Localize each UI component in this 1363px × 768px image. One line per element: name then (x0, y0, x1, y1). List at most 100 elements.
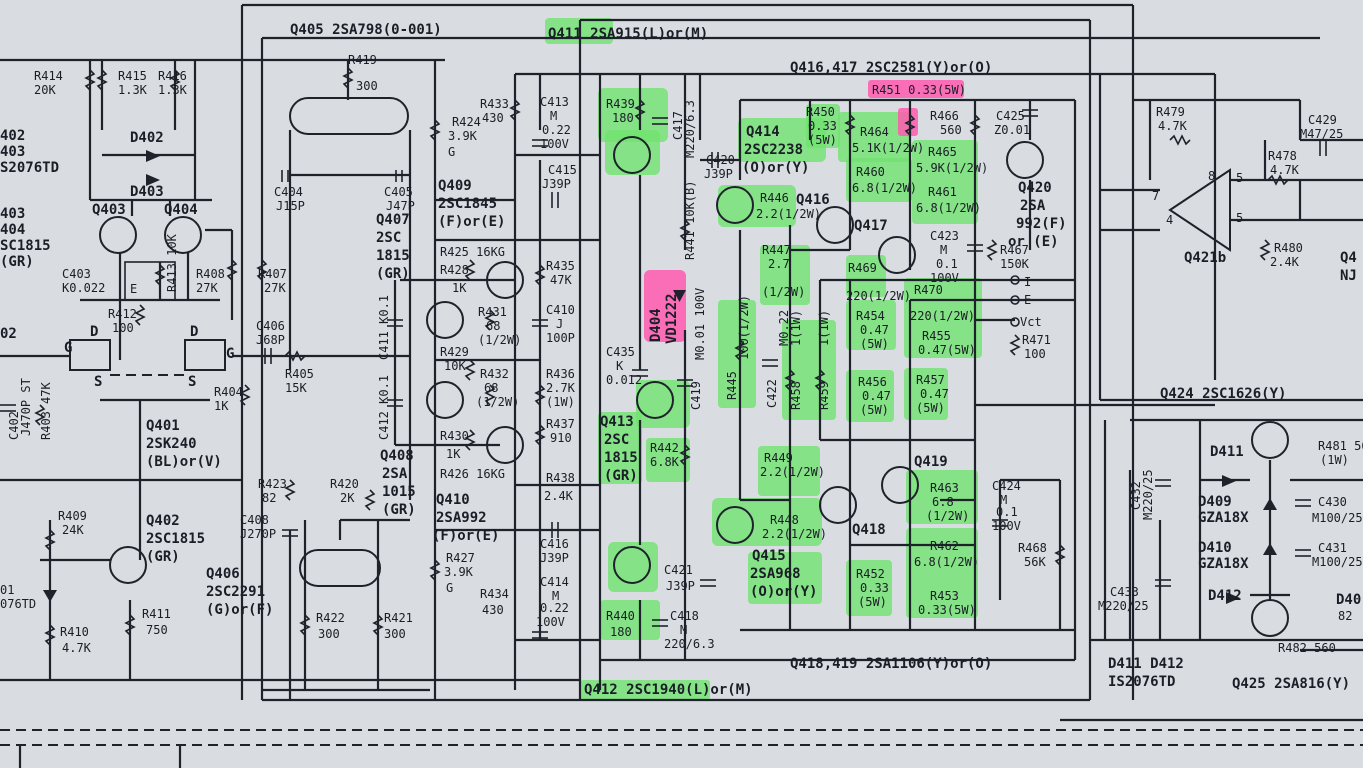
q409-symbol (486, 261, 524, 299)
r480-symbol (1259, 239, 1271, 261)
label-q415-grade: (O)or(Y) (750, 584, 817, 600)
r464-symbol (844, 114, 856, 136)
label-r479: R479 (1156, 105, 1185, 119)
label-r452-value: 0.33 (860, 581, 889, 595)
d411-symbol (1222, 475, 1236, 487)
label-c435: C435 (606, 345, 635, 359)
label-r427-g: G (446, 581, 453, 595)
r405-symbol (284, 350, 306, 362)
label-left-403b: 403 (0, 206, 25, 222)
label-r440-value: 180 (610, 625, 632, 639)
label-q420-part2: 992(F) (1016, 216, 1067, 232)
label-q408-part2: 1015 (382, 484, 416, 500)
q412-symbol (613, 546, 651, 584)
label-r423: R423 (258, 477, 287, 491)
q410-symbol (486, 426, 524, 464)
label-d410: D410 (1198, 540, 1232, 556)
label-terminal-e: E (1024, 293, 1031, 307)
d402-symbol (146, 150, 160, 162)
label-pin-e: E (130, 282, 137, 296)
label-q4-partial: Q4 (1340, 250, 1357, 266)
label-pin-8: 8 (1208, 169, 1215, 183)
label-r453: R453 (930, 589, 959, 603)
label-r435: R435 (546, 259, 575, 273)
c433-symbol (1155, 579, 1171, 587)
label-r447: R447 (762, 243, 791, 257)
label-r464-value: 5.1K(1/2W) (852, 141, 924, 155)
label-r457-value: 0.47 (920, 387, 949, 401)
c418-symbol (652, 619, 668, 627)
label-r409-value: 24K (62, 523, 84, 537)
label-c435-value1: K (616, 359, 624, 373)
label-r478-value: 4.7K (1270, 163, 1300, 177)
label-q408-part: 2SA (382, 466, 408, 482)
q404-symbol (164, 216, 202, 254)
label-c415-value: J39P (542, 177, 571, 191)
label-r449-value: 2.2(1/2W) (760, 465, 825, 479)
label-q402-part: 2SC1815 (146, 531, 205, 547)
label-r445: R445 (725, 371, 739, 400)
label-r467: R467 (1000, 243, 1029, 257)
label-r460-value: 6.8(1/2W) (852, 181, 917, 195)
terminal-i (1010, 275, 1020, 285)
label-d412: D412 (1208, 588, 1242, 604)
r416-symbol (169, 69, 181, 91)
label-r447-value: 2.7 (768, 257, 790, 271)
label-r430-value: 1K (446, 447, 461, 461)
c413-symbol (532, 139, 548, 147)
label-q416: Q416 (796, 192, 830, 208)
r407-symbol (256, 259, 268, 281)
q424-symbol (1251, 421, 1289, 459)
r411-symbol (124, 614, 136, 636)
label-terminal-i: I (1024, 275, 1031, 289)
label-r479-value: 4.7K (1158, 119, 1188, 133)
label-c431: C431 (1318, 541, 1347, 555)
label-left-404: 404 (0, 222, 25, 238)
q419-symbol (881, 466, 919, 504)
label-r408-value: 27K (196, 281, 218, 295)
label-c433-value: M220/25 (1098, 599, 1149, 613)
label-c420: C420 (706, 153, 735, 167)
r442-symbol (679, 444, 691, 466)
label-r446-value: 2.2(1/2W) (756, 207, 821, 221)
c424-symbol (992, 519, 1008, 527)
label-q420: Q420 (1018, 180, 1052, 196)
label-c424-value2: 0.1 (996, 505, 1018, 519)
label-q412: Q412 2SC1940(L)or(M) (584, 682, 753, 698)
label-r410: R410 (60, 625, 89, 639)
label-r481-watt: (1W) (1320, 453, 1349, 467)
label-c405-value: J47P (386, 199, 415, 213)
label-pin-d2: D (190, 324, 198, 340)
label-r424-g: G (448, 145, 455, 159)
q420-symbol (1006, 141, 1044, 179)
label-d410-part: GZA18X (1198, 556, 1249, 572)
label-c410-value2: 100P (546, 331, 575, 345)
label-q425: Q425 2SA816(Y) (1232, 676, 1350, 692)
label-q411: Q411 2SA915(L)or(M) (548, 26, 708, 42)
label-c413-value3: 100V (540, 137, 569, 151)
r409-symbol (44, 529, 56, 551)
r424-symbol (429, 119, 441, 141)
label-q410-part: 2SA992 (436, 510, 487, 526)
label-r482: R482 560 (1278, 641, 1336, 655)
label-d403: D403 (130, 184, 164, 200)
label-c432: C432 (1129, 481, 1143, 510)
r404-symbol (239, 384, 251, 406)
c408-symbol (282, 529, 298, 537)
label-r450: R450 (806, 105, 835, 119)
label-pin-7: 7 (1152, 189, 1159, 203)
q406-symbol (299, 549, 381, 587)
label-r421-value: 300 (384, 627, 406, 641)
label-c412: C412 K0.1 (377, 375, 391, 440)
label-c423-value2: 0.1 (936, 257, 958, 271)
label-c423-value1: M (940, 243, 947, 257)
label-q413-part2: 1815 (604, 450, 638, 466)
label-q414-grade: (O)or(Y) (742, 160, 809, 176)
label-c421-value: J39P (666, 579, 695, 593)
r471-symbol (1009, 334, 1021, 356)
label-r452-watt: (5W) (858, 595, 887, 609)
r420-symbol (364, 489, 376, 511)
r451-symbol (904, 114, 916, 136)
label-r427: R427 (446, 551, 475, 565)
label-left-gr: (GR) (0, 254, 34, 270)
